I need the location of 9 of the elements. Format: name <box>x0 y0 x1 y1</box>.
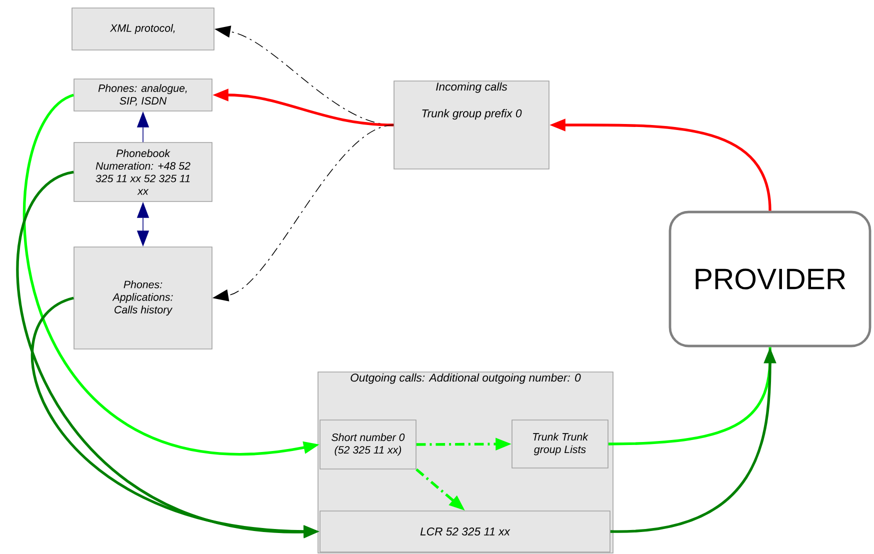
process-box: LCR 52 325 11 xx <box>320 510 610 552</box>
provider-box: PROVIDER <box>668 210 872 348</box>
process-box: XML protocol, <box>72 8 214 50</box>
process-box: Phones: analogue, SIP, ISDN <box>74 78 212 112</box>
process-box: Short number 0 (52 325 11 xx) <box>320 420 416 470</box>
process-box: Incoming calls Trunk group prefix 0 <box>394 80 550 170</box>
process-box: Phonebook Numeration: +48 52 325 11 xx 52 325 11 xx <box>74 142 212 202</box>
process-box: Phones: Applications: Calls history <box>74 246 212 350</box>
process-box: Trunk Trunk group Lists <box>512 420 608 468</box>
